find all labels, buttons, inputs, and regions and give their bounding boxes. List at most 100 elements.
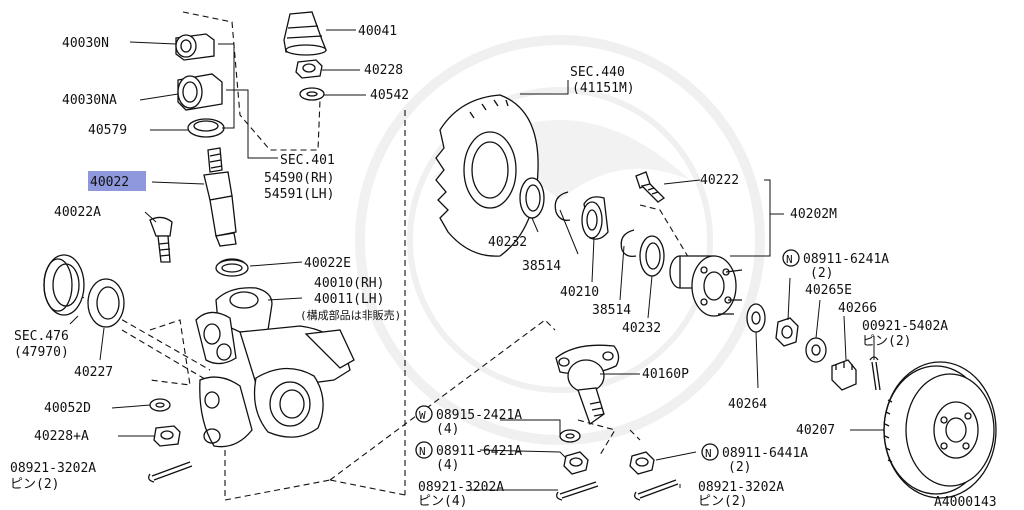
bearing-40030NA xyxy=(177,73,223,111)
kingpin-40022 xyxy=(203,147,237,247)
nut-08911-6421A xyxy=(563,451,589,475)
snap-ring-38514-left xyxy=(554,191,571,221)
washer-40264 xyxy=(746,303,766,333)
knuckle-40010 xyxy=(195,258,355,448)
nut-40228A xyxy=(153,425,181,447)
assembly-outline-dashed xyxy=(69,11,691,501)
label-00921-5402A: 00921-5402A xyxy=(862,319,948,334)
label-sec401: SEC.401 xyxy=(280,153,335,168)
label-08911-6241A: 08911-6241A xyxy=(803,252,889,267)
symbol-n-text: N xyxy=(419,445,426,458)
label-sec476-sub: (47970) xyxy=(14,345,69,360)
label-40022A: 40022A xyxy=(54,205,101,220)
label-40202M: 40202M xyxy=(790,207,837,222)
watermark-emblem xyxy=(355,35,765,445)
label-40160P: 40160P xyxy=(642,367,689,382)
brake-rotor-40207 xyxy=(883,361,997,499)
label-sec440: SEC.440 xyxy=(570,65,625,80)
boot-40041 xyxy=(283,11,327,56)
bolt-40022A xyxy=(149,216,173,263)
label-40052D: 40052D xyxy=(44,401,91,416)
label-40022: 40022 xyxy=(90,175,129,190)
label-08921-3202A-right: 08921-3202A xyxy=(698,480,784,495)
snap-ring-38514-right xyxy=(620,229,637,258)
symbol-w-text: W xyxy=(419,409,426,422)
label-40030NA: 40030NA xyxy=(62,93,117,108)
label-40041: 40041 xyxy=(358,24,397,39)
ball-joint-40160P xyxy=(555,344,620,426)
label-sec401-lh: 54591(LH) xyxy=(264,187,334,202)
label-08915-2421A: 08915-2421A xyxy=(436,408,522,423)
label-08921-3202A-left: 08921-3202A xyxy=(10,461,96,476)
label-08911-6421A-sub: (4) xyxy=(436,458,459,473)
label-08921-3202A-center: 08921-3202A xyxy=(418,480,504,495)
symbol-w-08915: W xyxy=(415,405,433,423)
label-08921-3202A-center-sub: ピン(4) xyxy=(418,494,467,509)
washer-40052D xyxy=(149,398,171,412)
label-sec440-sub: (41151M) xyxy=(572,81,635,96)
symbol-n-text: N xyxy=(705,447,712,460)
label-08911-6441A-sub: (2) xyxy=(728,460,751,475)
label-40542: 40542 xyxy=(370,88,409,103)
label-40232-left: 40232 xyxy=(488,235,527,250)
label-08915-2421A-sub: (4) xyxy=(436,422,459,437)
label-40227: 40227 xyxy=(74,365,113,380)
pin-08921-center xyxy=(556,481,599,501)
label-40011-note: (構成部品は非販売) xyxy=(300,308,401,322)
castle-nut-40266 xyxy=(831,359,857,391)
label-40022E: 40022E xyxy=(304,256,351,271)
bearing-40030N xyxy=(175,33,215,61)
symbol-n-08911-6421A: N xyxy=(415,441,433,459)
nut-08911-6241A xyxy=(775,317,799,347)
label-40222: 40222 xyxy=(700,173,739,188)
backing-plate-sec440 xyxy=(435,94,539,257)
label-40265E: 40265E xyxy=(805,283,852,298)
cotter-pin-00921 xyxy=(869,356,881,391)
part-labels: 40030N 40030NA 40579 40022 40022A SEC.40… xyxy=(10,24,997,510)
label-08911-6421A: 08911-6421A xyxy=(436,444,522,459)
seal-40232-right xyxy=(639,235,665,277)
washer-40542 xyxy=(299,87,325,101)
seal-40227 xyxy=(87,278,125,328)
label-40228: 40228 xyxy=(364,63,403,78)
bearing-40210 xyxy=(581,196,609,240)
symbol-n-08911-6441A: N xyxy=(701,443,719,461)
seal-40232-left xyxy=(519,177,545,219)
label-38514-left: 38514 xyxy=(522,259,561,274)
nut-40228 xyxy=(295,59,323,79)
label-40207: 40207 xyxy=(796,423,835,438)
oring-40022E xyxy=(215,259,249,277)
label-08911-6441A: 08911-6441A xyxy=(722,446,808,461)
label-08921-3202A-left-sub: ピン(2) xyxy=(10,477,59,492)
label-40011: 40011(LH) xyxy=(314,292,384,307)
washer-08915 xyxy=(559,429,581,443)
washer-40265E xyxy=(805,337,827,363)
label-40210: 40210 xyxy=(560,285,599,300)
leader-lines xyxy=(69,29,884,491)
label-38514-right: 38514 xyxy=(592,303,631,318)
label-40264: 40264 xyxy=(728,397,767,412)
highlight-40022 xyxy=(88,171,146,191)
label-40579: 40579 xyxy=(88,123,127,138)
nut-08911-6441A xyxy=(629,451,655,475)
label-08921-3202A-right-sub: ピン(2) xyxy=(698,494,747,509)
label-40030N: 40030N xyxy=(62,36,109,51)
symbol-n-text: N xyxy=(786,253,793,266)
label-40266: 40266 xyxy=(838,301,877,316)
pin-08921-left xyxy=(148,461,193,483)
label-40010: 40010(RH) xyxy=(314,276,384,291)
label-40232-right: 40232 xyxy=(622,321,661,336)
diagram-id: A4000143 xyxy=(934,495,997,510)
label-00921-5402A-sub: ピン(2) xyxy=(862,334,911,349)
hub-flange-40202M xyxy=(669,255,743,317)
bolt-40222 xyxy=(635,171,666,203)
label-40228A: 40228+A xyxy=(34,429,89,444)
label-sec401-rh: 54590(RH) xyxy=(264,171,334,186)
seal-40579 xyxy=(187,118,225,138)
symbol-n-08911-6241A: N xyxy=(782,249,800,267)
oil-seal-sec476 xyxy=(43,254,85,316)
label-sec476: SEC.476 xyxy=(14,329,69,344)
label-08911-6241A-sub: (2) xyxy=(810,266,833,281)
pin-08921-right xyxy=(634,479,679,501)
